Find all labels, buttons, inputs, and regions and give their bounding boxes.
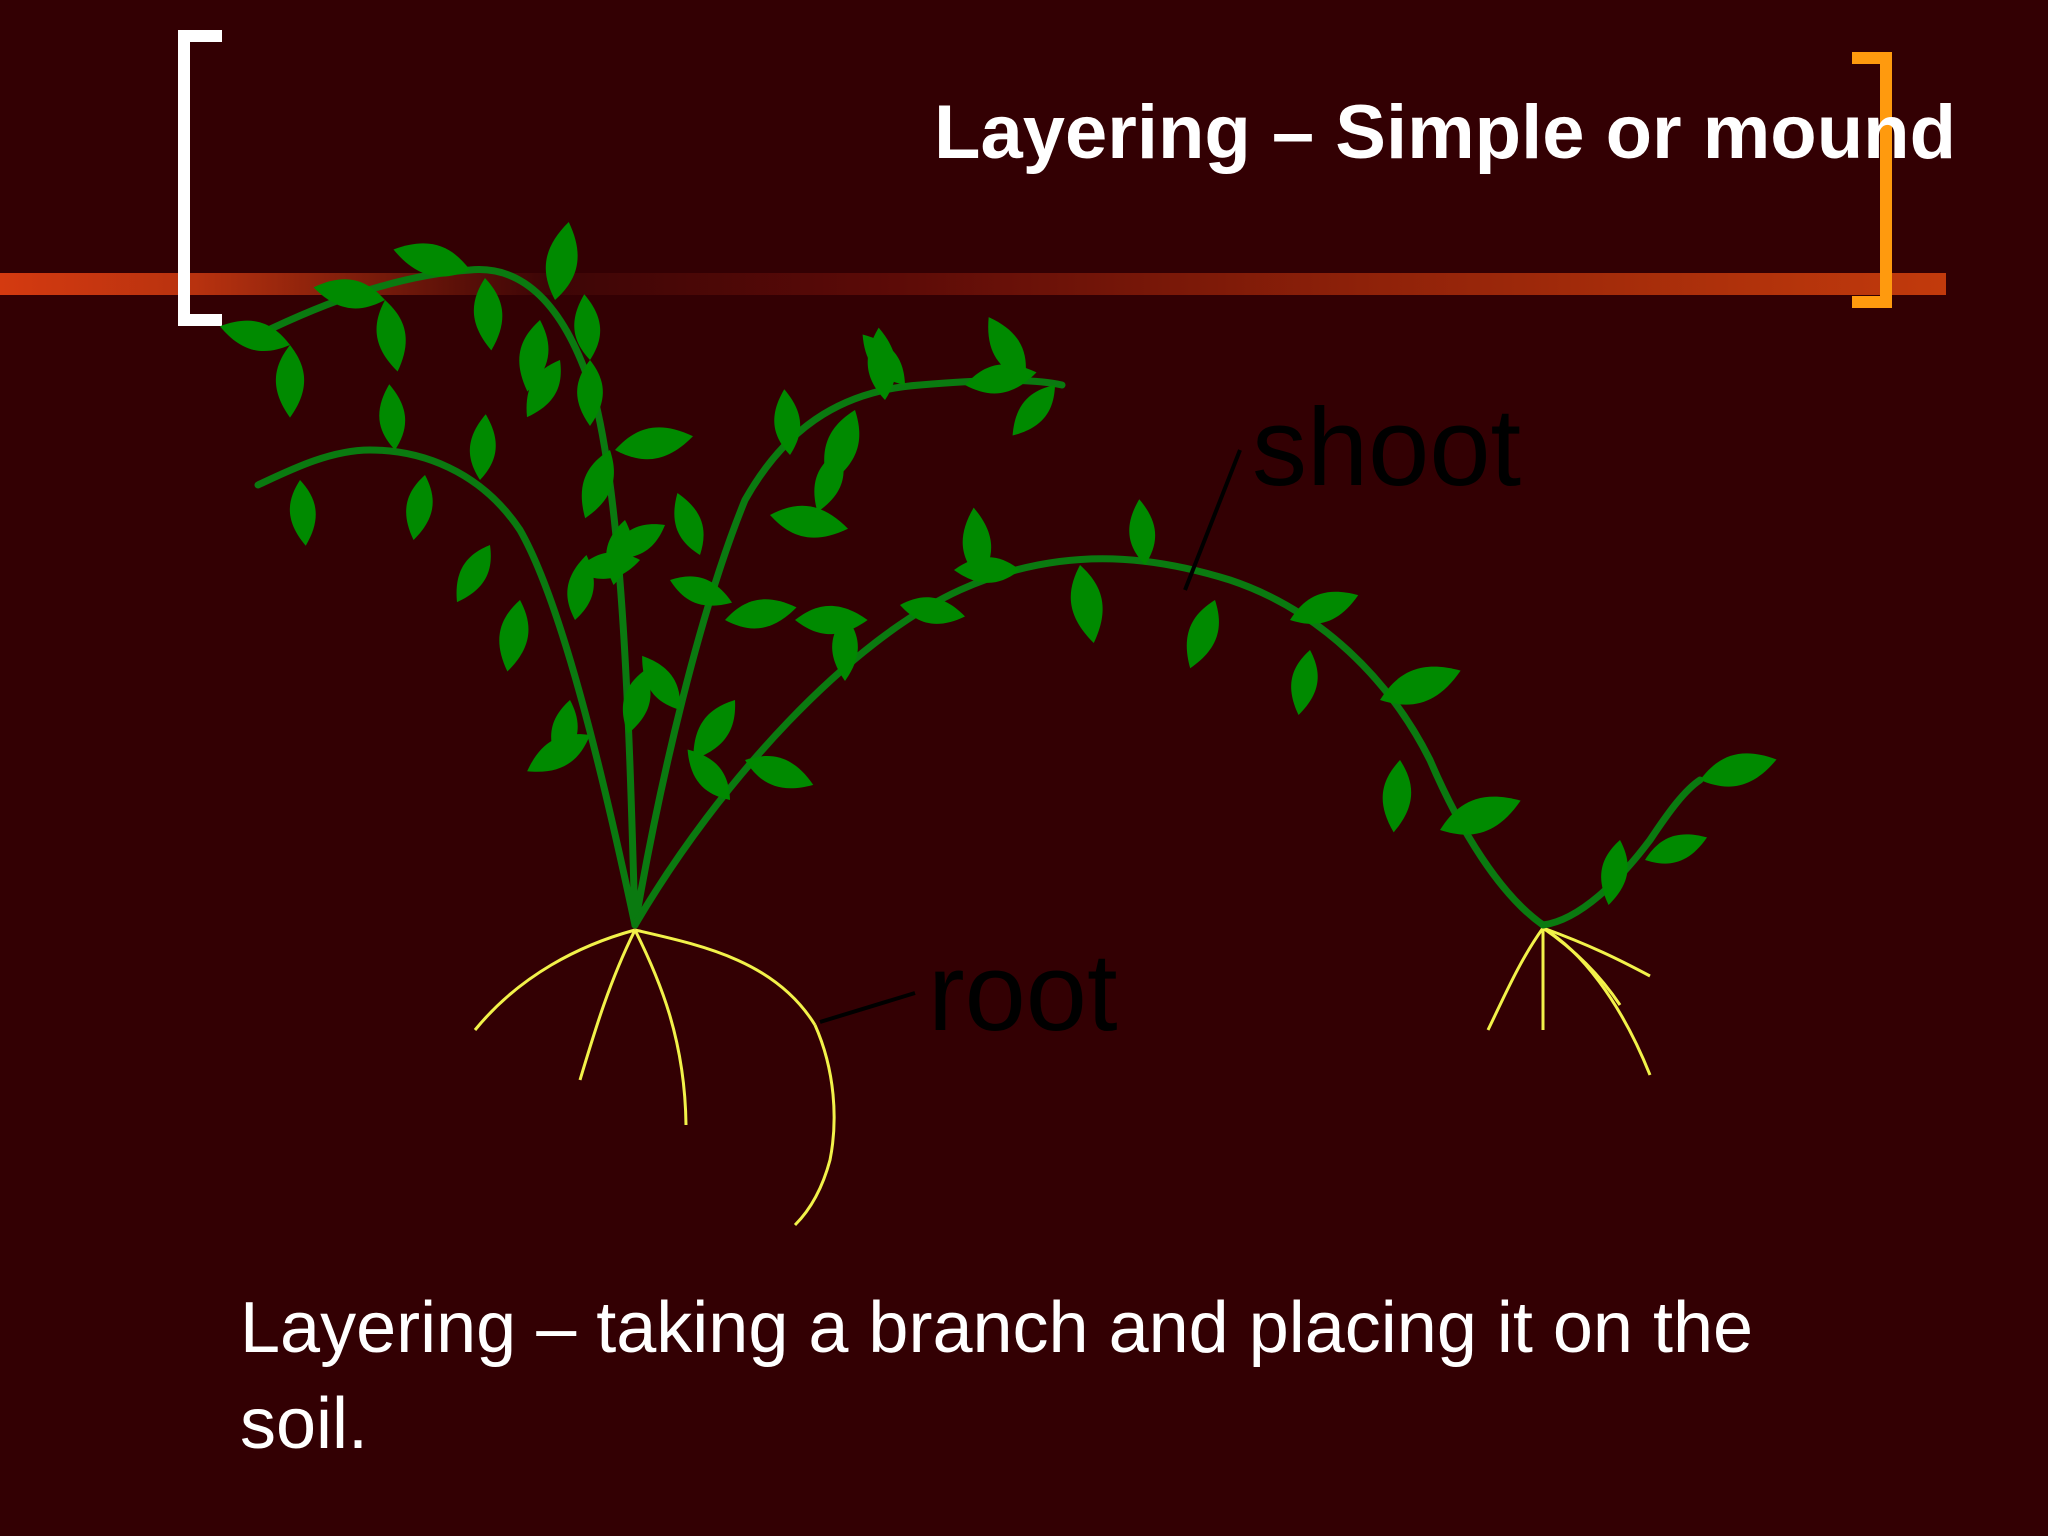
left-bracket-decoration bbox=[178, 30, 222, 326]
plant-leaves bbox=[216, 219, 1781, 908]
label-leader-lines bbox=[819, 449, 1242, 1024]
root-label: root bbox=[928, 931, 1118, 1054]
shoot-label: shoot bbox=[1252, 386, 1521, 509]
mother-plant-roots bbox=[473, 928, 836, 1227]
slide-caption: Layering – taking a branch and placing i… bbox=[240, 1288, 1754, 1464]
slide-title: Layering – Simple or mound bbox=[934, 90, 1956, 175]
layer-roots bbox=[1486, 926, 1652, 1076]
right-bracket-decoration bbox=[1852, 52, 1892, 308]
